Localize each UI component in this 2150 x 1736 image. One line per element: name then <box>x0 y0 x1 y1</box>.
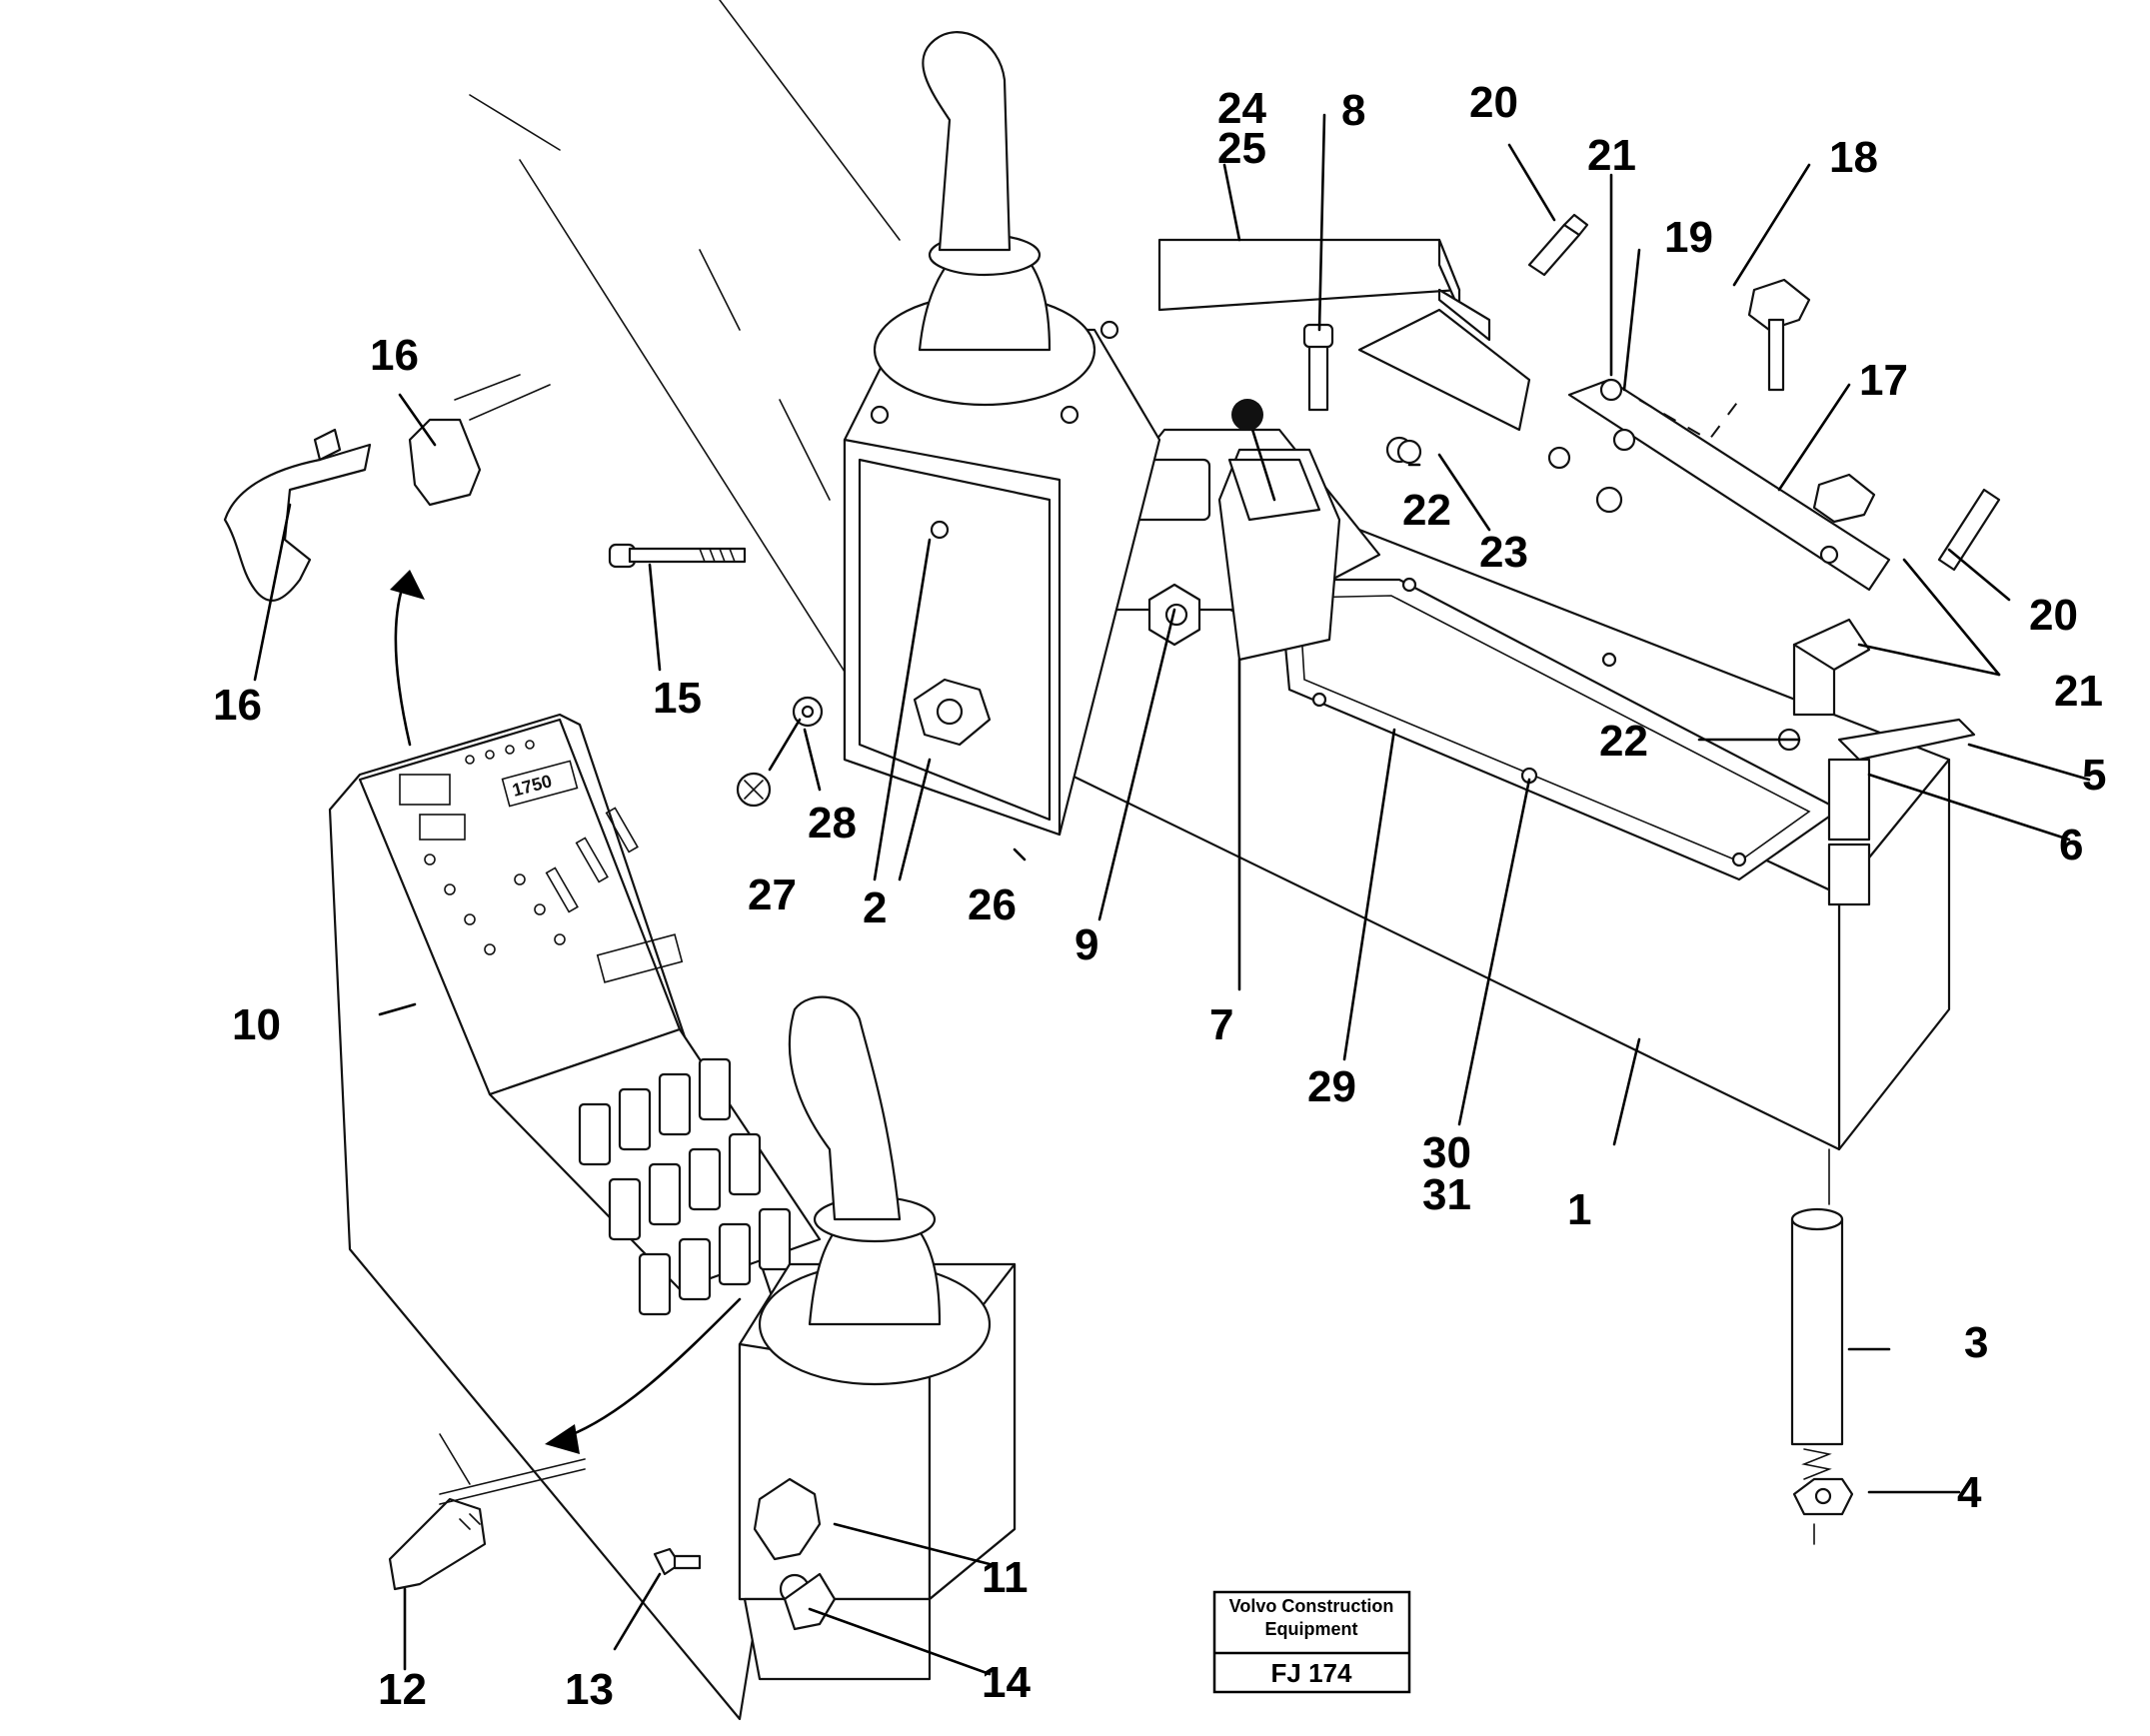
upper-joystick-housing <box>843 31 1161 837</box>
callout-20-top: 20 <box>1469 78 1518 127</box>
callout-labels: 1 2 3 4 5 6 7 8 9 10 11 12 13 14 15 16 1… <box>213 78 2106 1714</box>
callout-21-right: 21 <box>2054 667 2103 716</box>
panel-switch-buttons <box>578 1057 792 1316</box>
callout-11: 11 <box>982 1553 1029 1602</box>
screw-13 <box>653 1547 702 1576</box>
leader-lines <box>253 113 2091 1676</box>
screw-20-right <box>1937 488 2001 572</box>
callout-18: 18 <box>1829 133 1878 182</box>
callout-17: 17 <box>1859 356 1908 405</box>
callout-16-top: 16 <box>370 331 419 380</box>
callout-25: 25 <box>1217 124 1266 173</box>
title-block-company-line2: Equipment <box>1265 1619 1358 1639</box>
callout-4: 4 <box>1957 1468 1982 1517</box>
callout-22-left: 22 <box>1402 486 1451 535</box>
arrows <box>390 570 742 1454</box>
callout-12: 12 <box>378 1665 427 1714</box>
callout-24: 24 <box>1217 84 1266 133</box>
callout-2: 2 <box>863 883 887 932</box>
callout-13: 13 <box>565 1665 614 1714</box>
callout-10: 10 <box>232 1000 281 1049</box>
callout-29: 29 <box>1307 1062 1356 1111</box>
callout-5: 5 <box>2082 751 2106 800</box>
latch-assembly <box>1792 618 1976 906</box>
callout-27: 27 <box>748 870 797 919</box>
screw-15 <box>608 543 747 569</box>
detail-16 <box>223 374 551 602</box>
callout-31: 31 <box>1422 1170 1471 1219</box>
callout-3: 3 <box>1964 1318 1988 1367</box>
clip-12 <box>388 1433 586 1591</box>
callout-1: 1 <box>1567 1185 1591 1234</box>
callout-20-right: 20 <box>2029 591 2078 640</box>
washer-and-screw <box>736 696 824 808</box>
title-block-company-line1: Volvo Construction <box>1229 1596 1394 1616</box>
callout-16-bottom: 16 <box>213 681 262 730</box>
callout-14: 14 <box>982 1658 1031 1707</box>
screw-8 <box>1302 323 1334 412</box>
bracket-17 <box>1567 278 1891 592</box>
callout-8: 8 <box>1341 86 1365 135</box>
panel-bar-gauges <box>545 807 639 913</box>
callout-26: 26 <box>968 880 1017 929</box>
callout-28: 28 <box>808 799 857 848</box>
callout-23: 23 <box>1479 528 1528 577</box>
callout-21-top: 21 <box>1587 131 1636 180</box>
callout-9: 9 <box>1075 920 1098 969</box>
leg-and-nut <box>1790 1148 1854 1545</box>
armrest-pad <box>1157 238 1571 470</box>
screw-20-upper <box>1527 213 1589 277</box>
control-panel: 1750 <box>328 713 822 1721</box>
title-block-drawing-code: FJ 174 <box>1271 1658 1352 1688</box>
callout-6: 6 <box>2059 821 2083 869</box>
callout-7: 7 <box>1209 1000 1233 1049</box>
background-guide-lines <box>469 0 901 681</box>
lower-joystick-housing <box>738 995 1017 1681</box>
title-block: Volvo Construction Equipment FJ 174 <box>1212 1590 1411 1694</box>
panel-indicator-dots <box>399 740 566 955</box>
callout-22-right: 22 <box>1599 717 1648 766</box>
callout-19: 19 <box>1664 213 1713 262</box>
callout-15: 15 <box>653 674 702 723</box>
callout-30: 30 <box>1422 1128 1471 1177</box>
